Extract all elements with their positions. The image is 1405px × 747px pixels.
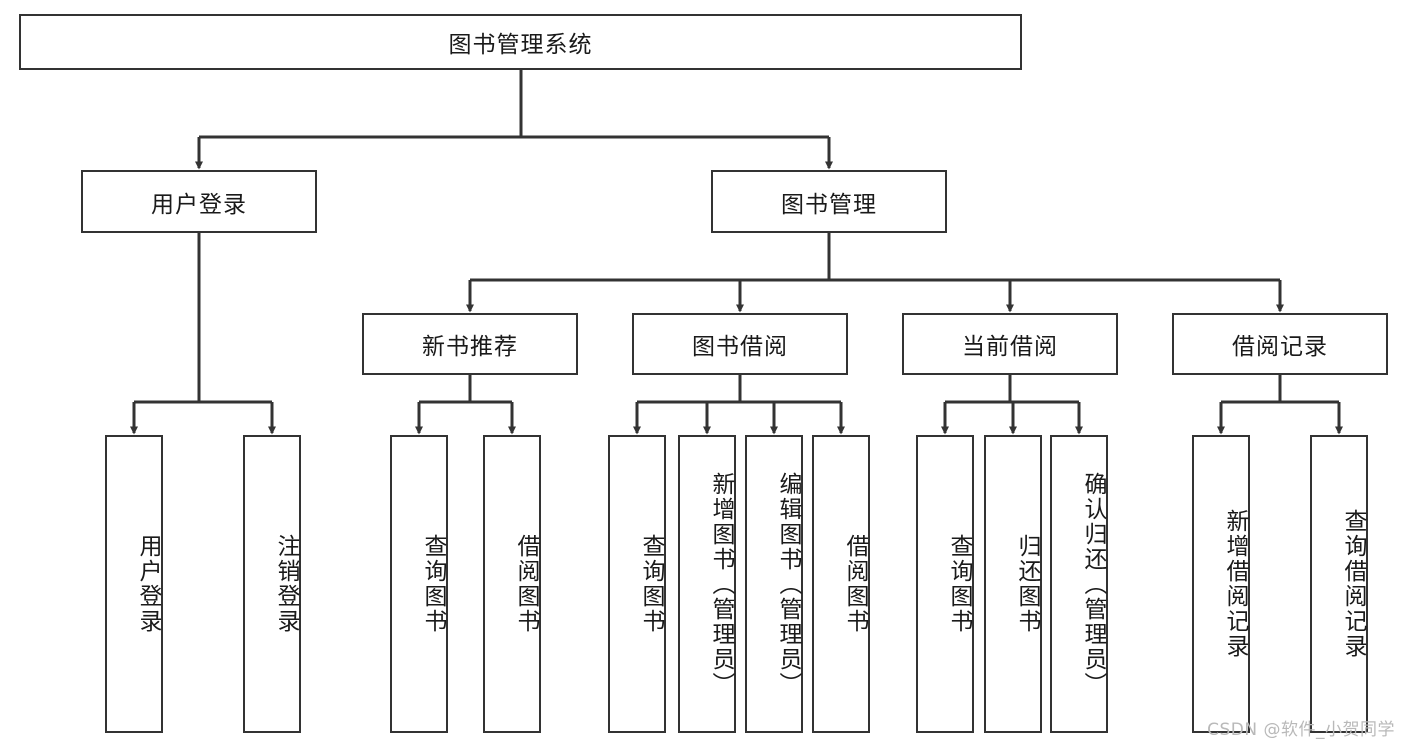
node-leaf-bb-query[interactable]: 查询图书 xyxy=(608,435,666,733)
connector-bus-user-login xyxy=(134,233,272,404)
node-label: 用户登录 xyxy=(135,534,161,634)
node-book-manage[interactable]: 图书管理 xyxy=(711,170,947,233)
connector-bus-book-manage xyxy=(470,233,1280,282)
watermark-text: CSDN @软件_小贺同学 xyxy=(1207,720,1395,740)
connector-bus-new-book-rec xyxy=(419,375,512,404)
connector-bus-current-borrow xyxy=(945,375,1079,404)
node-label: 新书推荐 xyxy=(422,334,518,360)
node-label: 当前借阅 xyxy=(962,334,1058,360)
node-borrow-record[interactable]: 借阅记录 xyxy=(1172,313,1388,375)
node-label: 用户登录 xyxy=(151,191,247,218)
node-leaf-rec-borrow[interactable]: 借阅图书 xyxy=(483,435,541,733)
node-root[interactable]: 图书管理系统 xyxy=(19,14,1022,70)
node-leaf-user-login[interactable]: 用户登录 xyxy=(105,435,163,733)
node-label: 查询图书 xyxy=(420,534,446,634)
node-label: 图书管理系统 xyxy=(448,32,593,58)
node-label: 借阅图书 xyxy=(842,534,868,634)
node-leaf-cb-query[interactable]: 查询图书 xyxy=(916,435,974,733)
node-leaf-cb-return[interactable]: 归还图书 xyxy=(984,435,1042,733)
node-label: 图书借阅 xyxy=(692,334,788,360)
connector-bus-book-borrow xyxy=(637,375,841,404)
node-leaf-br-query[interactable]: 查询借阅记录 xyxy=(1310,435,1368,733)
node-book-borrow[interactable]: 图书借阅 xyxy=(632,313,848,375)
node-new-book-rec[interactable]: 新书推荐 xyxy=(362,313,578,375)
node-leaf-bb-add[interactable]: 新增图书（管理员） xyxy=(678,435,736,733)
node-label: 借阅图书 xyxy=(513,534,539,634)
node-label: 确认归还（管理员） xyxy=(1080,471,1106,697)
node-user-login[interactable]: 用户登录 xyxy=(81,170,317,233)
node-leaf-rec-query[interactable]: 查询图书 xyxy=(390,435,448,733)
node-label: 查询借阅记录 xyxy=(1340,509,1366,659)
connector-bus-borrow-record xyxy=(1221,375,1339,404)
node-label: 图书管理 xyxy=(781,191,877,218)
connector-bus-root xyxy=(199,70,829,139)
node-label: 编辑图书（管理员） xyxy=(775,471,801,697)
node-label: 查询图书 xyxy=(638,534,664,634)
node-leaf-cb-confirm[interactable]: 确认归还（管理员） xyxy=(1050,435,1108,733)
node-leaf-bb-edit[interactable]: 编辑图书（管理员） xyxy=(745,435,803,733)
node-leaf-logout[interactable]: 注销登录 xyxy=(243,435,301,733)
node-label: 注销登录 xyxy=(273,534,299,634)
node-label: 新增借阅记录 xyxy=(1222,509,1248,659)
node-leaf-br-add[interactable]: 新增借阅记录 xyxy=(1192,435,1250,733)
node-current-borrow[interactable]: 当前借阅 xyxy=(902,313,1118,375)
node-label: 借阅记录 xyxy=(1232,334,1328,360)
node-label: 新增图书（管理员） xyxy=(708,471,734,697)
node-leaf-bb-borrow[interactable]: 借阅图书 xyxy=(812,435,870,733)
node-label: 归还图书 xyxy=(1014,534,1040,634)
node-label: 查询图书 xyxy=(946,534,972,634)
